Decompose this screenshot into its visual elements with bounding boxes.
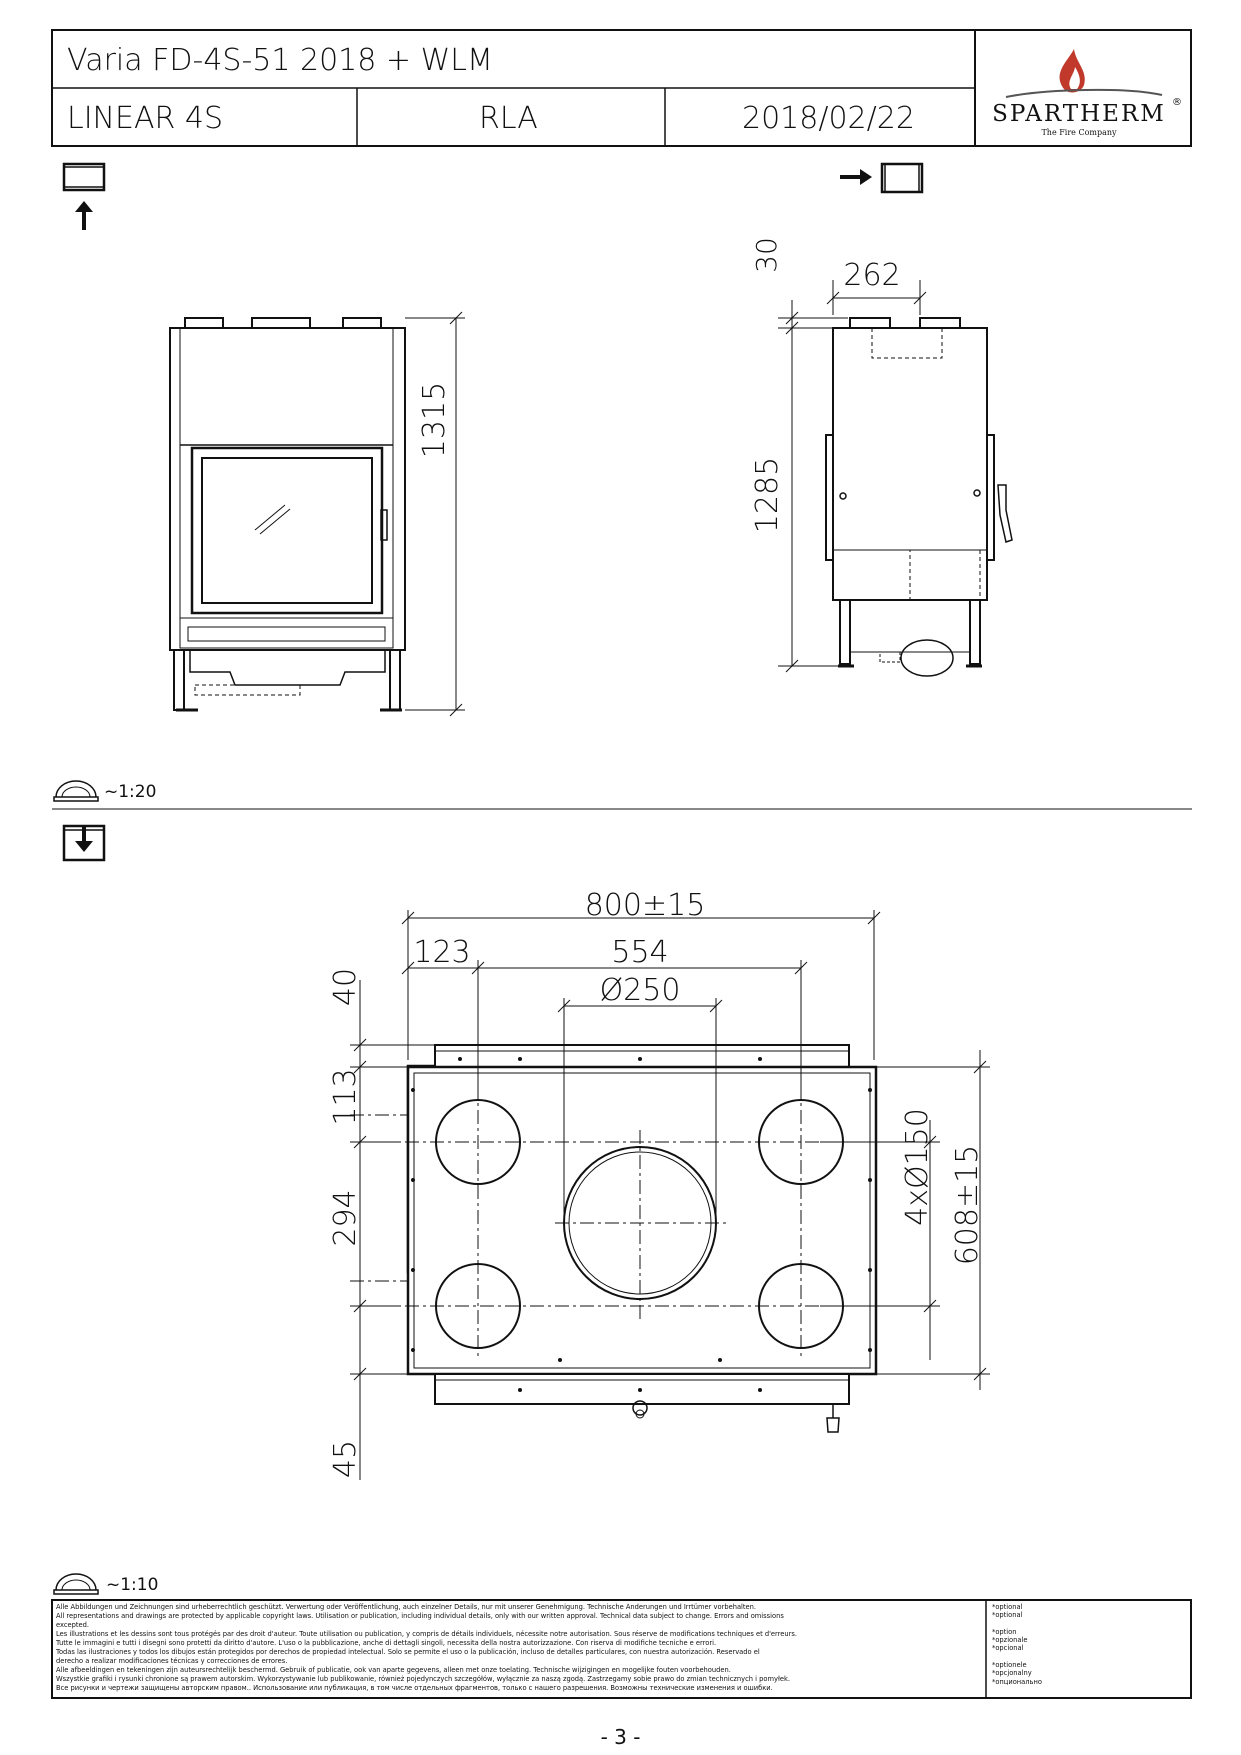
side-width-dimension: 262 <box>843 258 901 293</box>
optional-line: *option <box>992 1627 1017 1636</box>
drawing-title: Varia FD-4S-51 2018 + WLM <box>67 43 493 78</box>
width-dimension: 800±15 <box>584 888 706 923</box>
flame-icon <box>1005 49 1163 98</box>
back-dimension: 45 <box>328 1439 363 1479</box>
model-name: LINEAR 4S <box>67 101 223 136</box>
legal-line: Todas las ilustraciones y todos los dibu… <box>56 1648 760 1656</box>
legal-line: derecho a realizar modificaciones técnic… <box>56 1657 288 1665</box>
optional-line: *optionele <box>992 1661 1027 1670</box>
legal-line: All representations and drawings are pro… <box>56 1612 784 1620</box>
scale-upper: ~1:20 <box>104 782 157 802</box>
top-view-geometry <box>350 910 990 1480</box>
side-height-dimension: 1285 <box>750 456 785 534</box>
optional-line: *опционально <box>992 1677 1042 1686</box>
model-code: RLA <box>479 101 538 136</box>
legal-line: Tutte le immagini e tutti i disegni sono… <box>56 1639 717 1647</box>
optional-line: *opzionale <box>992 1636 1028 1645</box>
legal-line: Все рисунки и чертежи защищены авторским… <box>56 1684 773 1692</box>
page-number: - 3 - <box>600 1725 641 1749</box>
top-view-icon <box>62 824 106 862</box>
optional-line: *optional <box>992 1611 1023 1620</box>
optional-notes: *optional *optional *option *opzionale *… <box>992 1603 1182 1695</box>
row1-dimension: 113 <box>328 1068 363 1126</box>
spacing-dimension: 554 <box>611 935 669 970</box>
optional-line: *opcional <box>992 1644 1024 1653</box>
side-top-dimension: 30 <box>750 237 783 273</box>
outlet-diameter-dimension: 4xØ150 <box>900 1108 935 1226</box>
legal-frame <box>51 1599 1192 1699</box>
optional-line: *optional <box>992 1603 1023 1611</box>
registered-mark: ® <box>1172 97 1182 108</box>
front-height-dimension: 1315 <box>417 381 452 459</box>
brand-tagline: The Fire Company <box>1041 128 1117 137</box>
scale-icon-lower <box>53 1573 99 1595</box>
brand-name: SPARTHERM <box>992 101 1166 127</box>
center-diameter-dimension: Ø250 <box>599 973 681 1008</box>
depth-dimension: 608±15 <box>950 1144 985 1266</box>
front-view-drawing <box>169 311 465 717</box>
front-dimension: 40 <box>328 967 363 1007</box>
legal-notice: Alle Abbildungen und Zeichnungen sind ur… <box>56 1603 981 1695</box>
legal-line: Alle afbeeldingen en tekeningen zijn aut… <box>56 1666 731 1674</box>
legal-line: excepted. <box>56 1621 89 1629</box>
section-divider <box>52 808 1192 810</box>
legal-line: Wszystkie grafiki i rysunki chronione są… <box>56 1675 790 1683</box>
row-spacing-dimension: 294 <box>328 1189 363 1247</box>
title-block-frame <box>51 29 1192 147</box>
optional-line: *opcjonalny <box>992 1669 1032 1678</box>
offset-dimension: 123 <box>413 935 471 970</box>
drawing-date: 2018/02/22 <box>742 101 915 136</box>
legal-line: Alle Abbildungen und Zeichnungen sind ur… <box>56 1603 756 1611</box>
side-view-icon <box>840 162 924 194</box>
side-view-drawing <box>778 280 1013 677</box>
scale-lower: ~1:10 <box>106 1575 159 1595</box>
legal-line: Les illustrations et les dessins sont to… <box>56 1630 797 1638</box>
front-view-icon <box>62 162 106 230</box>
spartherm-logo: SPARTHERM ® The Fire Company <box>976 31 1190 145</box>
scale-icon <box>53 780 99 802</box>
